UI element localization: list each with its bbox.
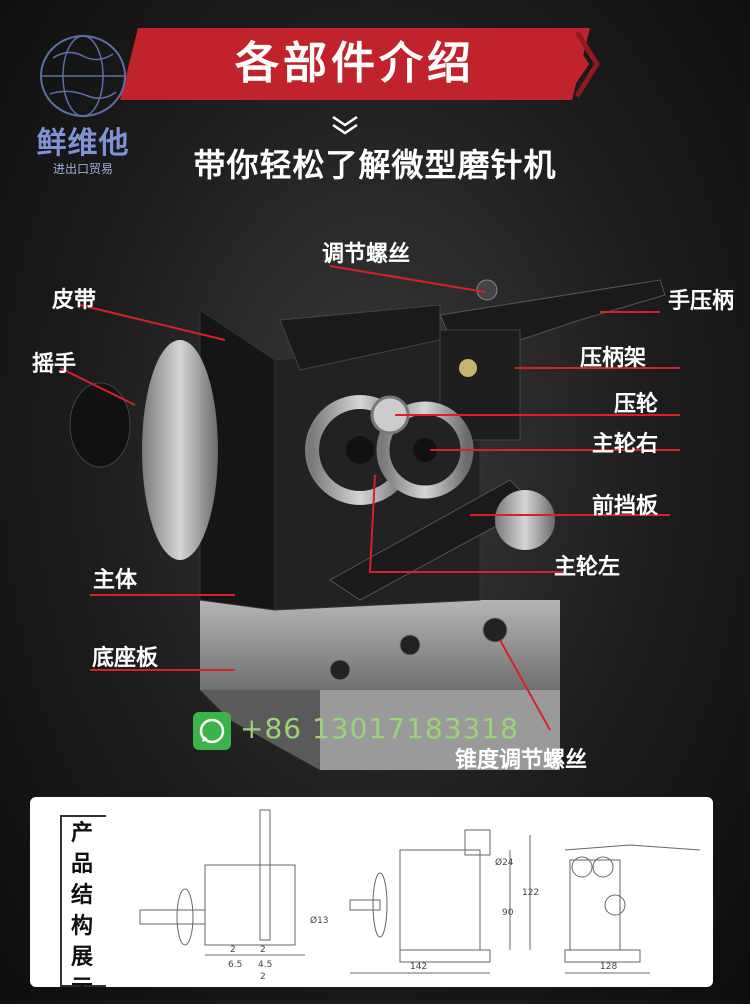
dim-w142: 142 [410, 962, 427, 972]
whatsapp-icon [193, 712, 231, 750]
globe-logo-icon [40, 35, 126, 117]
page-subtitle: 带你轻松了解微型磨针机 [193, 146, 557, 184]
header-banner [120, 28, 590, 100]
dim-h122: 122 [522, 888, 539, 898]
grinder-machine-illustration [60, 265, 680, 770]
callout-press-wheel: 压轮 [614, 392, 659, 417]
callout-belt: 皮带 [52, 288, 97, 313]
callout-taper-adjust-screw: 锥度调节螺丝 [455, 748, 588, 773]
dim-h90: 90 [502, 908, 514, 918]
structure-panel [30, 797, 713, 987]
callout-front-baffle: 前挡板 [592, 494, 659, 519]
dim-a2c: 2 [260, 972, 266, 982]
callout-hand-press-handle: 手压柄 [668, 289, 735, 314]
logo-tagline: 进出口贸易 [52, 162, 113, 176]
callout-main-wheel-right: 主轮右 [592, 432, 659, 457]
chevron-down-icon [332, 115, 358, 135]
callout-crank: 摇手 [32, 352, 77, 377]
callout-main-body: 主体 [93, 568, 138, 593]
callout-base-plate: 底座板 [92, 646, 159, 671]
technical-drawings: Ø13 Ø24 90 122 142 128 2 6.5 2 4.5 2 [139, 809, 701, 982]
structure-label-bracket [60, 815, 106, 987]
callout-main-wheel-left: 主轮左 [554, 555, 621, 580]
structure-label: 产品结构展示 [70, 821, 93, 1001]
logo-name: 鲜维他 [36, 126, 130, 161]
dim-a2: 2 [230, 945, 236, 955]
dim-a65: 6.5 [228, 960, 242, 970]
callout-adjust-screw: 调节螺丝 [322, 242, 411, 267]
dim-d24: Ø24 [495, 857, 514, 868]
callout-handle-frame: 压柄架 [580, 346, 647, 371]
page-title: 各部件介绍 [235, 38, 475, 89]
dim-a2b: 2 [260, 945, 266, 955]
contact-phone: +86 13017183318 [240, 712, 519, 745]
dim-d13: Ø13 [310, 915, 329, 926]
chevron-right-icon [560, 30, 600, 98]
dim-a45: 4.5 [258, 960, 272, 970]
dim-w128: 128 [600, 962, 617, 972]
